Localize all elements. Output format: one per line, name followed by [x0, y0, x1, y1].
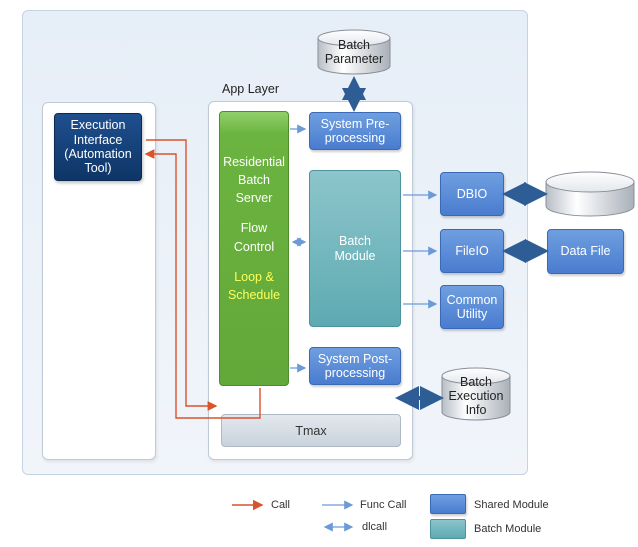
dbio-box: DBIO — [440, 172, 504, 216]
execution-interface-box: Execution Interface (Automation Tool) — [54, 113, 142, 181]
residential-batch-server: Residential Batch Server Flow Control Lo… — [219, 111, 289, 386]
legend-batch-module-swatch — [430, 519, 466, 539]
data-file-box: Data File — [547, 229, 624, 274]
system-preprocessing-box: System Pre-processing — [309, 112, 401, 150]
batch-parameter-label: Batch Parameter — [324, 38, 384, 66]
tmax-box: Tmax — [221, 414, 401, 447]
flow-control-label: Flow Control — [233, 221, 275, 254]
batch-parameter-cylinder — [317, 29, 391, 75]
system-postprocessing-box: System Post-processing — [309, 347, 401, 385]
legend-call-label: Call — [271, 499, 290, 511]
call-to-interface-line — [144, 149, 261, 419]
legend-shared-module-label: Shared Module — [474, 499, 549, 511]
fileio-box: FileIO — [440, 229, 504, 273]
legend-batch-module-label: Batch Module — [474, 523, 542, 535]
call-to-server-line — [146, 139, 218, 411]
legend-dlcall-label: dlcall — [362, 521, 388, 533]
legend-func-call-label: Func Call — [360, 499, 407, 511]
app-layer-label: App Layer — [222, 82, 279, 96]
batch-module-box: Batch Module — [309, 170, 401, 327]
batch-execution-info-cylinder — [441, 367, 511, 421]
loop-schedule-label: Loop & Schedule — [227, 269, 281, 302]
database-cylinder — [545, 171, 635, 217]
common-utility-box: Common Utility — [440, 285, 504, 329]
batch-server-label: Residential Batch Server — [223, 155, 285, 206]
batch-execution-info-label: Batch Execution Info — [448, 375, 504, 417]
legend-shared-module-swatch — [430, 494, 466, 514]
